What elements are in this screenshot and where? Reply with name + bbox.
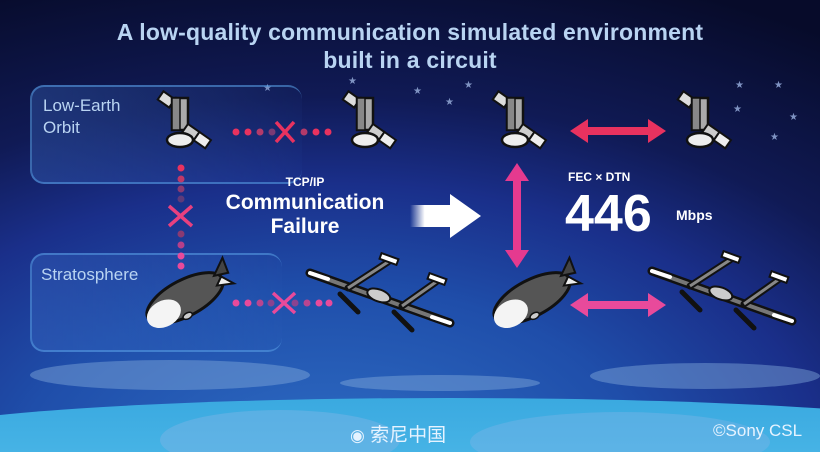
- satellite-icon: [676, 90, 733, 150]
- double-arrow-icon: [505, 163, 529, 268]
- cloud: [160, 410, 400, 452]
- right-arrow-icon: [410, 194, 481, 238]
- title-line-2: built in a circuit: [323, 47, 497, 73]
- star-icon: ★: [464, 80, 473, 91]
- earth-horizon: [0, 398, 820, 452]
- double-arrow-icon: [570, 293, 666, 317]
- satellite-icon: [491, 90, 548, 150]
- zone-stratosphere-label: Stratosphere: [41, 265, 139, 284]
- cloud: [340, 375, 540, 391]
- method-label: FEC × DTN: [568, 170, 631, 184]
- star-icon: ★: [733, 104, 742, 115]
- cloud: [590, 363, 820, 389]
- broken-link-stratosphere: [232, 291, 333, 315]
- watermark: ◉ 索尼中国: [350, 425, 447, 446]
- broken-link-vertical: [167, 164, 194, 270]
- throughput-unit: Mbps: [676, 207, 713, 223]
- title-line-1: A low-quality communication simulated en…: [116, 19, 704, 45]
- star-icon: ★: [348, 76, 357, 87]
- solar-aircraft-icon: [652, 251, 792, 328]
- star-icon: ★: [770, 132, 779, 143]
- cloud: [30, 360, 310, 390]
- zone-leo-box: [30, 85, 302, 184]
- star-icon: ★: [263, 83, 272, 94]
- star-icon: ★: [735, 80, 744, 91]
- star-icon: ★: [413, 86, 422, 97]
- protocol-label: TCP/IP: [285, 175, 325, 189]
- throughput-value: 446: [565, 185, 652, 243]
- satellite-icon: [341, 90, 398, 150]
- solar-aircraft-icon: [310, 253, 450, 330]
- airship-icon: [136, 256, 242, 338]
- zone-leo-label: Low-Earth Orbit: [43, 96, 121, 137]
- airship-icon: [483, 256, 589, 338]
- star-icon: ★: [774, 80, 783, 91]
- weibo-icon: ◉: [350, 426, 365, 445]
- star-icon: ★: [445, 97, 454, 108]
- double-arrow-icon: [570, 119, 666, 143]
- copyright: ©Sony CSL: [713, 421, 803, 440]
- star-icon: ★: [789, 112, 798, 123]
- satellite-icon: [156, 90, 213, 150]
- broken-link-leo: [232, 120, 332, 144]
- cloud: [470, 412, 770, 452]
- page-title: A low-quality communication simulated en…: [0, 18, 820, 74]
- failure-status: Communication Failure: [225, 191, 385, 238]
